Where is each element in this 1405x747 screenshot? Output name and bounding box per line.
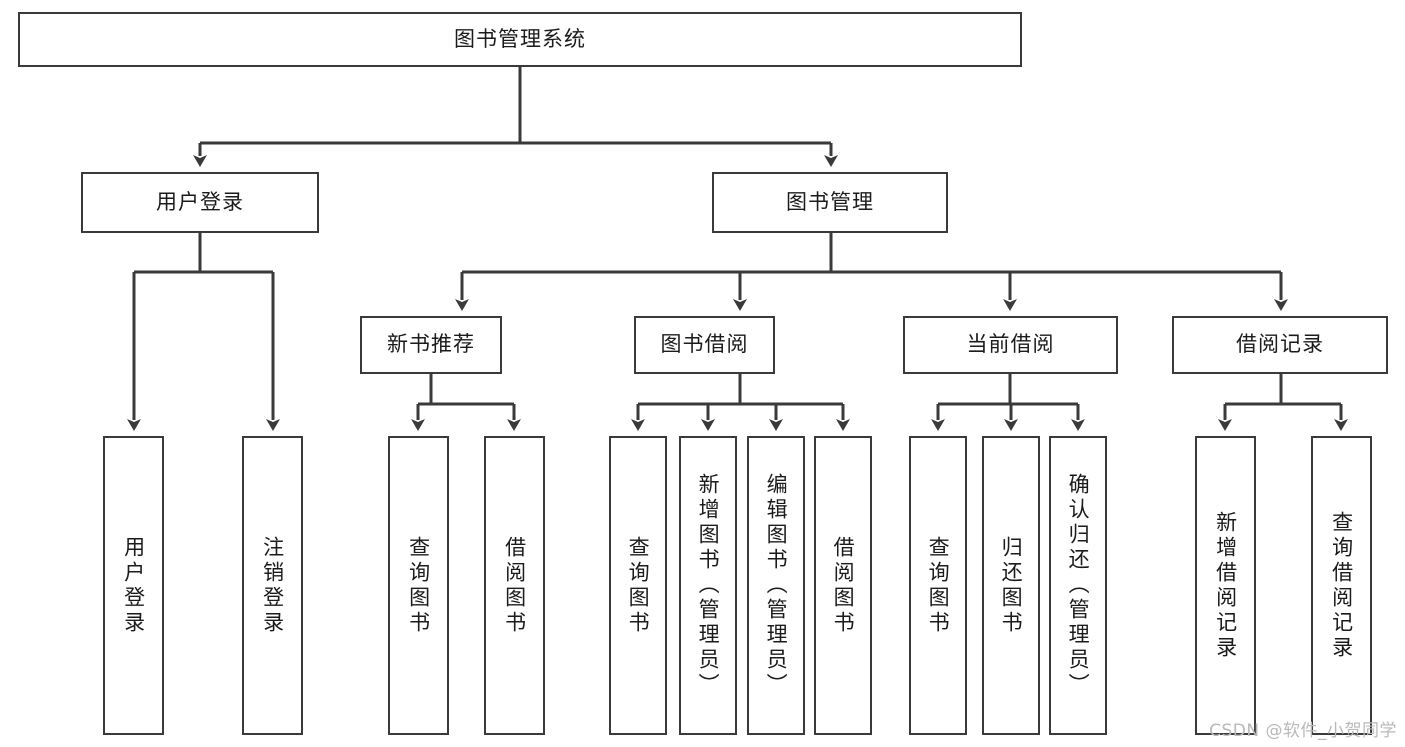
node-leaf-user-logout-label: 注销登录 xyxy=(260,535,285,636)
node-leaf-query-book-current[interactable]: 查询图书 xyxy=(909,436,967,735)
node-leaf-edit-book-admin[interactable]: 编辑图书（管理员） xyxy=(747,436,805,735)
node-leaf-query-book-recommend[interactable]: 查询图书 xyxy=(388,436,449,735)
node-leaf-borrow-book-recommend[interactable]: 借阅图书 xyxy=(484,436,545,735)
node-book-manage-label: 图书管理 xyxy=(786,189,874,214)
node-new-book-recommend[interactable]: 新书推荐 xyxy=(360,316,502,374)
node-user-login[interactable]: 用户登录 xyxy=(81,172,319,233)
node-leaf-query-borrow-record-label: 查询借阅记录 xyxy=(1329,510,1354,661)
node-leaf-user-login[interactable]: 用户登录 xyxy=(103,436,164,735)
node-leaf-confirm-return-admin[interactable]: 确认归还（管理员） xyxy=(1049,436,1107,735)
node-new-book-recommend-label: 新书推荐 xyxy=(387,332,475,357)
node-user-login-label: 用户登录 xyxy=(156,189,244,214)
node-borrow-record-label: 借阅记录 xyxy=(1236,332,1324,357)
node-leaf-return-book-label: 归还图书 xyxy=(999,535,1024,636)
node-leaf-add-borrow-record[interactable]: 新增借阅记录 xyxy=(1195,436,1256,735)
node-leaf-add-borrow-record-label: 新增借阅记录 xyxy=(1213,510,1238,661)
node-root[interactable]: 图书管理系统 xyxy=(18,12,1022,67)
node-leaf-user-login-label: 用户登录 xyxy=(121,535,146,636)
node-leaf-return-book[interactable]: 归还图书 xyxy=(982,436,1040,735)
node-leaf-query-book-borrow[interactable]: 查询图书 xyxy=(609,436,667,735)
node-current-borrow[interactable]: 当前借阅 xyxy=(903,316,1118,374)
node-leaf-confirm-return-admin-label: 确认归还（管理员） xyxy=(1066,473,1091,698)
node-leaf-borrow-book-label: 借阅图书 xyxy=(831,535,856,636)
node-book-borrow-label: 图书借阅 xyxy=(660,332,749,357)
node-current-borrow-label: 当前借阅 xyxy=(966,332,1055,357)
node-leaf-query-book-current-label: 查询图书 xyxy=(926,535,951,636)
node-borrow-record[interactable]: 借阅记录 xyxy=(1172,316,1388,374)
node-leaf-borrow-book[interactable]: 借阅图书 xyxy=(814,436,872,735)
node-leaf-user-logout[interactable]: 注销登录 xyxy=(242,436,303,735)
node-leaf-query-book-recommend-label: 查询图书 xyxy=(406,535,431,636)
node-book-borrow[interactable]: 图书借阅 xyxy=(634,316,775,374)
node-leaf-add-book-admin[interactable]: 新增图书（管理员） xyxy=(679,436,737,735)
node-leaf-query-book-borrow-label: 查询图书 xyxy=(626,535,651,636)
node-root-label: 图书管理系统 xyxy=(454,26,586,51)
node-leaf-add-book-admin-label: 新增图书（管理员） xyxy=(696,473,721,698)
node-book-manage[interactable]: 图书管理 xyxy=(712,172,948,233)
node-leaf-borrow-book-recommend-label: 借阅图书 xyxy=(502,535,527,636)
node-leaf-query-borrow-record[interactable]: 查询借阅记录 xyxy=(1311,436,1372,735)
node-leaf-edit-book-admin-label: 编辑图书（管理员） xyxy=(764,473,789,698)
